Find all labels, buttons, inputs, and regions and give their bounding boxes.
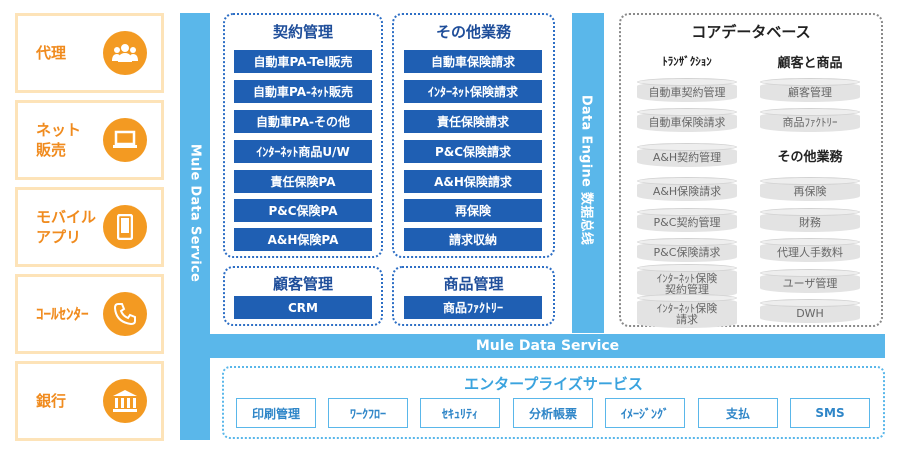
transaction-title: ﾄﾗﾝｻﾞｸｼｮﾝ (662, 55, 712, 68)
db-cylinder: 商品ﾌｧｸﾄﾘｰ (760, 108, 860, 132)
product-factory-item: 商品ﾌｧｸﾄﾘｰ (404, 296, 542, 319)
contract-item: P&C保険PA (234, 199, 372, 222)
contract-item: 責任保険PA (234, 170, 372, 193)
other-business-item: ｲﾝﾀｰﾈｯﾄ保険請求 (404, 80, 542, 103)
other-business-item: 請求収納 (404, 228, 542, 251)
group-title: その他業務 (435, 23, 511, 41)
db-cylinder: ユーザ管理 (760, 269, 860, 293)
customer-product-title: 顧客と商品 (777, 56, 843, 71)
db-cylinder: 代理人手数料 (760, 238, 860, 262)
group-title: 契約管理 (272, 23, 333, 41)
contract-item: ｲﾝﾀｰﾈｯﾄ商品U/W (234, 140, 372, 163)
other-business-item: P&C保険請求 (404, 140, 542, 163)
data-engine-bar (572, 13, 604, 333)
core-database-title: コアデータベース (691, 23, 811, 41)
db-cylinder: 自動車保険請求 (637, 108, 737, 132)
db-cylinder: 財務 (760, 208, 860, 232)
channel-mobile-app: モバイル アプリ (15, 187, 164, 267)
db-cylinder: A&H保険請求 (637, 177, 737, 201)
other-business-item: 責任保険請求 (404, 110, 542, 133)
other-business-item: 自動車保険請求 (404, 50, 542, 73)
db-cylinder: 再保険 (760, 177, 860, 201)
mule-data-service-horizontal-bar: Mule Data Service (210, 334, 885, 358)
db-cylinder: 自動車契約管理 (637, 78, 737, 102)
db-cylinder: ｲﾝﾀｰﾈｯﾄ保険 契約管理 (637, 264, 737, 298)
db-cylinder: P&C契約管理 (637, 208, 737, 232)
enterprise-services-title: エンタープライズサービス (464, 375, 643, 393)
crm-item: CRM (234, 296, 372, 319)
db-cylinder: DWH (760, 299, 860, 323)
channel-label: 銀行 (36, 392, 67, 410)
enterprise-services-group: エンタープライズサービス 印刷管理 ﾜｰｸﾌﾛｰ ｾｷｭﾘﾃｨ 分析帳票 ｲﾒｰ… (222, 366, 885, 439)
db-cylinder: ｲﾝﾀｰﾈｯﾄ保険 請求 (637, 294, 737, 328)
db-cylinder: P&C保険請求 (637, 238, 737, 262)
bank-icon (103, 379, 147, 423)
people-icon (103, 31, 147, 75)
group-title: 顧客管理 (272, 275, 333, 293)
other-business-db-title: その他業務 (777, 150, 843, 165)
db-cylinder: A&H契約管理 (637, 143, 737, 167)
channel-label: ネット 販売 (36, 121, 82, 159)
laptop-icon (103, 118, 147, 162)
service-item: 印刷管理 (236, 398, 316, 428)
smartphone-icon (103, 205, 147, 249)
contract-item: 自動車PA-Tel販売 (234, 50, 372, 73)
product-management-group: 商品管理 商品ﾌｧｸﾄﾘｰ (392, 266, 555, 326)
service-item: 支払 (698, 398, 778, 428)
contract-item: 自動車PA-その他 (234, 110, 372, 133)
contract-item: A&H保険PA (234, 228, 372, 251)
service-item: SMS (790, 398, 870, 428)
service-item: 分析帳票 (513, 398, 593, 428)
channel-agency: 代理 (15, 13, 164, 93)
mule-data-service-vertical-label: Mule Data Service (187, 143, 203, 283)
core-database-group: コアデータベース ﾄﾗﾝｻﾞｸｼｮﾝ 顧客と商品 その他業務 自動車契約管理 自… (619, 13, 883, 328)
service-item: ｾｷｭﾘﾃｨ (420, 398, 500, 428)
channel-bank: 銀行 (15, 361, 164, 441)
service-item: ﾜｰｸﾌﾛｰ (328, 398, 408, 428)
channel-label: ｺｰﾙｾﾝﾀｰ (36, 305, 89, 323)
contract-management-group: 契約管理 自動車PA-Tel販売 自動車PA-ﾈｯﾄ販売 自動車PA-その他 ｲ… (223, 13, 383, 258)
customer-management-group: 顧客管理 CRM (223, 266, 383, 326)
other-business-group: その他業務 自動車保険請求 ｲﾝﾀｰﾈｯﾄ保険請求 責任保険請求 P&C保険請求… (392, 13, 555, 258)
phone-icon (103, 292, 147, 336)
mule-data-service-horizontal-label: Mule Data Service (475, 338, 620, 354)
group-title: 商品管理 (443, 275, 504, 293)
mule-data-service-vertical-bar (180, 13, 210, 440)
service-item: ｲﾒｰｼﾞﾝｸﾞ (605, 398, 685, 428)
other-business-item: A&H保険請求 (404, 170, 542, 193)
channel-label: モバイル アプリ (36, 208, 97, 246)
other-business-item: 再保険 (404, 199, 542, 222)
data-engine-label: Data Engine 数据总线 (578, 94, 594, 246)
channel-label: 代理 (36, 44, 67, 62)
contract-item: 自動車PA-ﾈｯﾄ販売 (234, 80, 372, 103)
db-cylinder: 顧客管理 (760, 78, 860, 102)
channel-call-center: ｺｰﾙｾﾝﾀｰ (15, 274, 164, 354)
channel-online-sales: ネット 販売 (15, 100, 164, 180)
